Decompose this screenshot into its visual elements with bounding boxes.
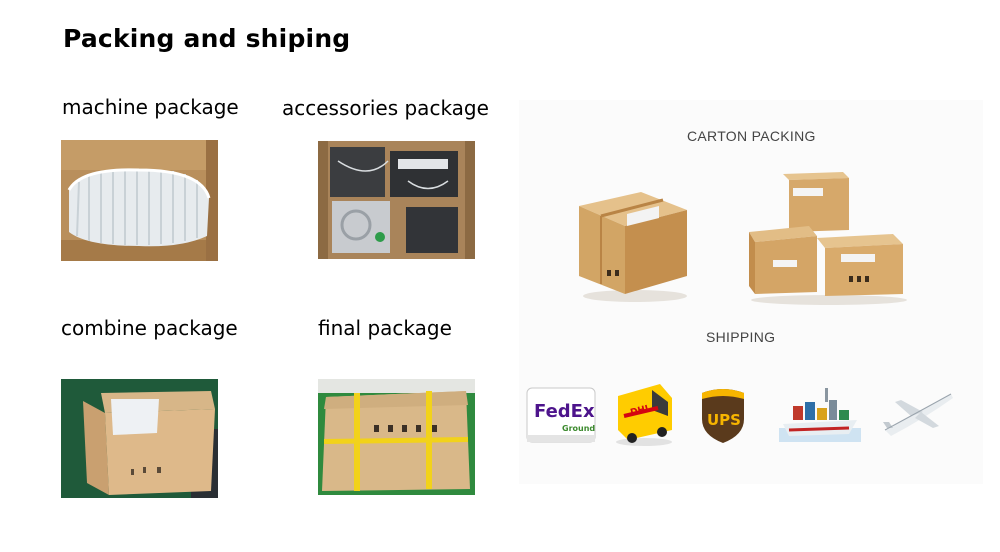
machine-package-photo: [61, 140, 218, 261]
fedex-text: FedEx: [534, 401, 595, 422]
final-package-caption: final package: [318, 316, 452, 340]
cargo-ship-icon: [779, 384, 861, 442]
accessories-package-caption: accessories package: [282, 96, 489, 120]
shipping-label: SHIPPING: [706, 329, 776, 345]
machine-package-caption: machine package: [62, 95, 239, 119]
dhl-van-icon: DHL: [612, 380, 676, 448]
final-package-photo: [318, 379, 475, 495]
stacked-cartons-icon: [745, 166, 911, 306]
accessories-package-photo: [318, 141, 475, 259]
carton-packing-label: CARTON PACKING: [687, 128, 816, 144]
dhl-text: DHL: [629, 403, 652, 418]
page-title: Packing and shiping: [63, 24, 351, 53]
airplane-icon: [881, 386, 955, 442]
fedex-ground-text: Ground: [562, 424, 595, 433]
ups-text: UPS: [707, 411, 741, 429]
fedex-ground-logo: FedEx Ground: [526, 387, 596, 443]
combine-package-caption: combine package: [61, 316, 238, 340]
single-carton-icon: [571, 180, 695, 304]
packing-shipping-panel: CARTON PACKING: [519, 100, 983, 484]
combine-package-photo: [61, 379, 218, 498]
ups-shield-logo: UPS: [700, 387, 746, 445]
